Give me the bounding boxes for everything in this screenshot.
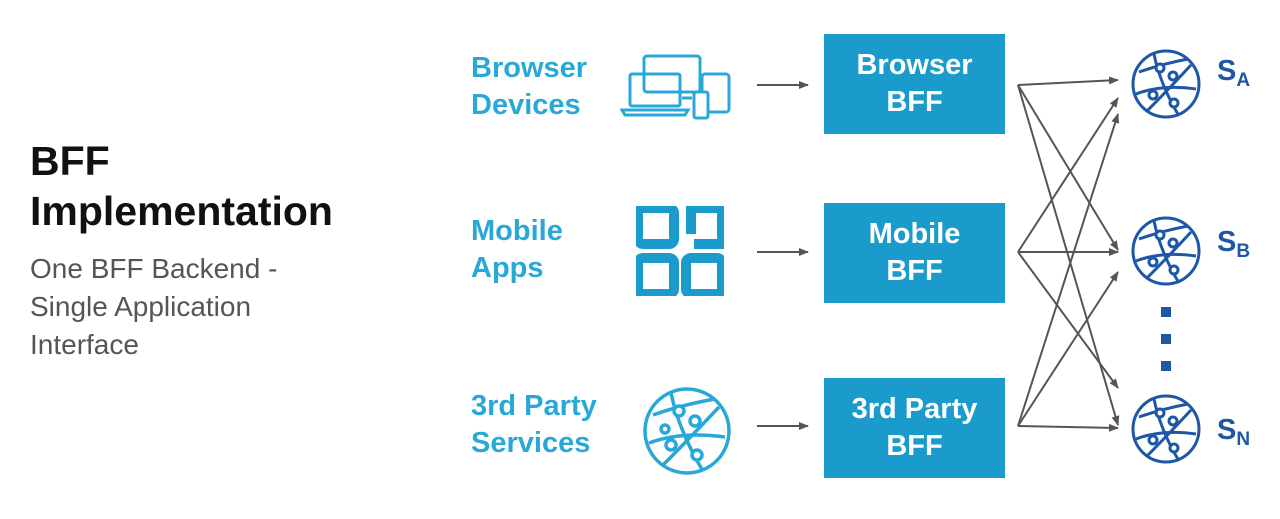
arrow-bff-to-service — [1017, 271, 1119, 427]
bff-label-line-2: BFF — [886, 430, 943, 462]
diagram-subtitle: One BFF Backend - Single Application Int… — [30, 253, 278, 360]
client-label-line-2: Services — [471, 427, 591, 459]
arrow-bff-to-service — [1017, 423, 1119, 432]
devices-icon — [620, 54, 731, 120]
client-label-line-1: Mobile — [471, 215, 563, 247]
service-letter: S — [1217, 414, 1237, 446]
client-label-line-1: Browser — [471, 52, 588, 84]
bff-label-line-2: BFF — [886, 255, 943, 287]
ellipsis-dot — [1161, 307, 1171, 317]
third-party-bff-box: 3rd Party BFF — [824, 378, 1005, 478]
service-subscript: B — [1236, 241, 1251, 262]
globe-network-icon — [643, 387, 731, 475]
arrow-bff-to-service — [1017, 97, 1119, 253]
client-label-third-party: 3rd Party Services — [471, 388, 597, 462]
client-label-line-2: Devices — [471, 89, 581, 121]
service-b-globe-icon — [1131, 216, 1201, 286]
client-label-line-2: Apps — [471, 252, 544, 284]
service-label-b: SB — [1217, 226, 1250, 263]
mobile-bff-box: Mobile BFF — [824, 203, 1005, 303]
browser-bff-box: Browser BFF — [824, 34, 1005, 134]
service-label-a: SA — [1217, 55, 1250, 92]
client-label-line-1: 3rd Party — [471, 390, 597, 422]
arrow-bff-to-service — [1017, 84, 1120, 426]
ellipsis-dot — [1161, 334, 1171, 344]
bff-label-line-1: Browser — [856, 49, 973, 81]
service-label-n: SN — [1217, 414, 1250, 451]
title-line-2: Implementation — [30, 188, 333, 234]
service-subscript: A — [1236, 70, 1251, 91]
service-n-globe-icon — [1131, 394, 1201, 464]
client-label-browser: Browser Devices — [471, 50, 587, 124]
bff-label-line-1: 3rd Party — [851, 393, 978, 425]
service-a-globe-icon — [1131, 49, 1201, 119]
client-label-mobile: Mobile Apps — [471, 213, 563, 287]
arrow-bff-to-service — [1017, 113, 1120, 427]
arrow-bff-to-service — [1017, 76, 1119, 86]
diagram-title: BFF Implementation — [30, 136, 333, 236]
ellipsis-dots — [1161, 307, 1171, 371]
service-subscript: N — [1236, 429, 1251, 450]
title-line-1: BFF — [30, 138, 110, 184]
ellipsis-dot — [1161, 361, 1171, 371]
apps-grid-icon — [636, 206, 724, 296]
service-letter: S — [1217, 226, 1237, 258]
arrow-bff-to-service — [1017, 84, 1119, 251]
arrow-bff-to-service — [1017, 251, 1119, 389]
bff-label-line-2: BFF — [886, 86, 943, 118]
bff-label-line-1: Mobile — [868, 218, 961, 250]
service-letter: S — [1217, 55, 1237, 87]
